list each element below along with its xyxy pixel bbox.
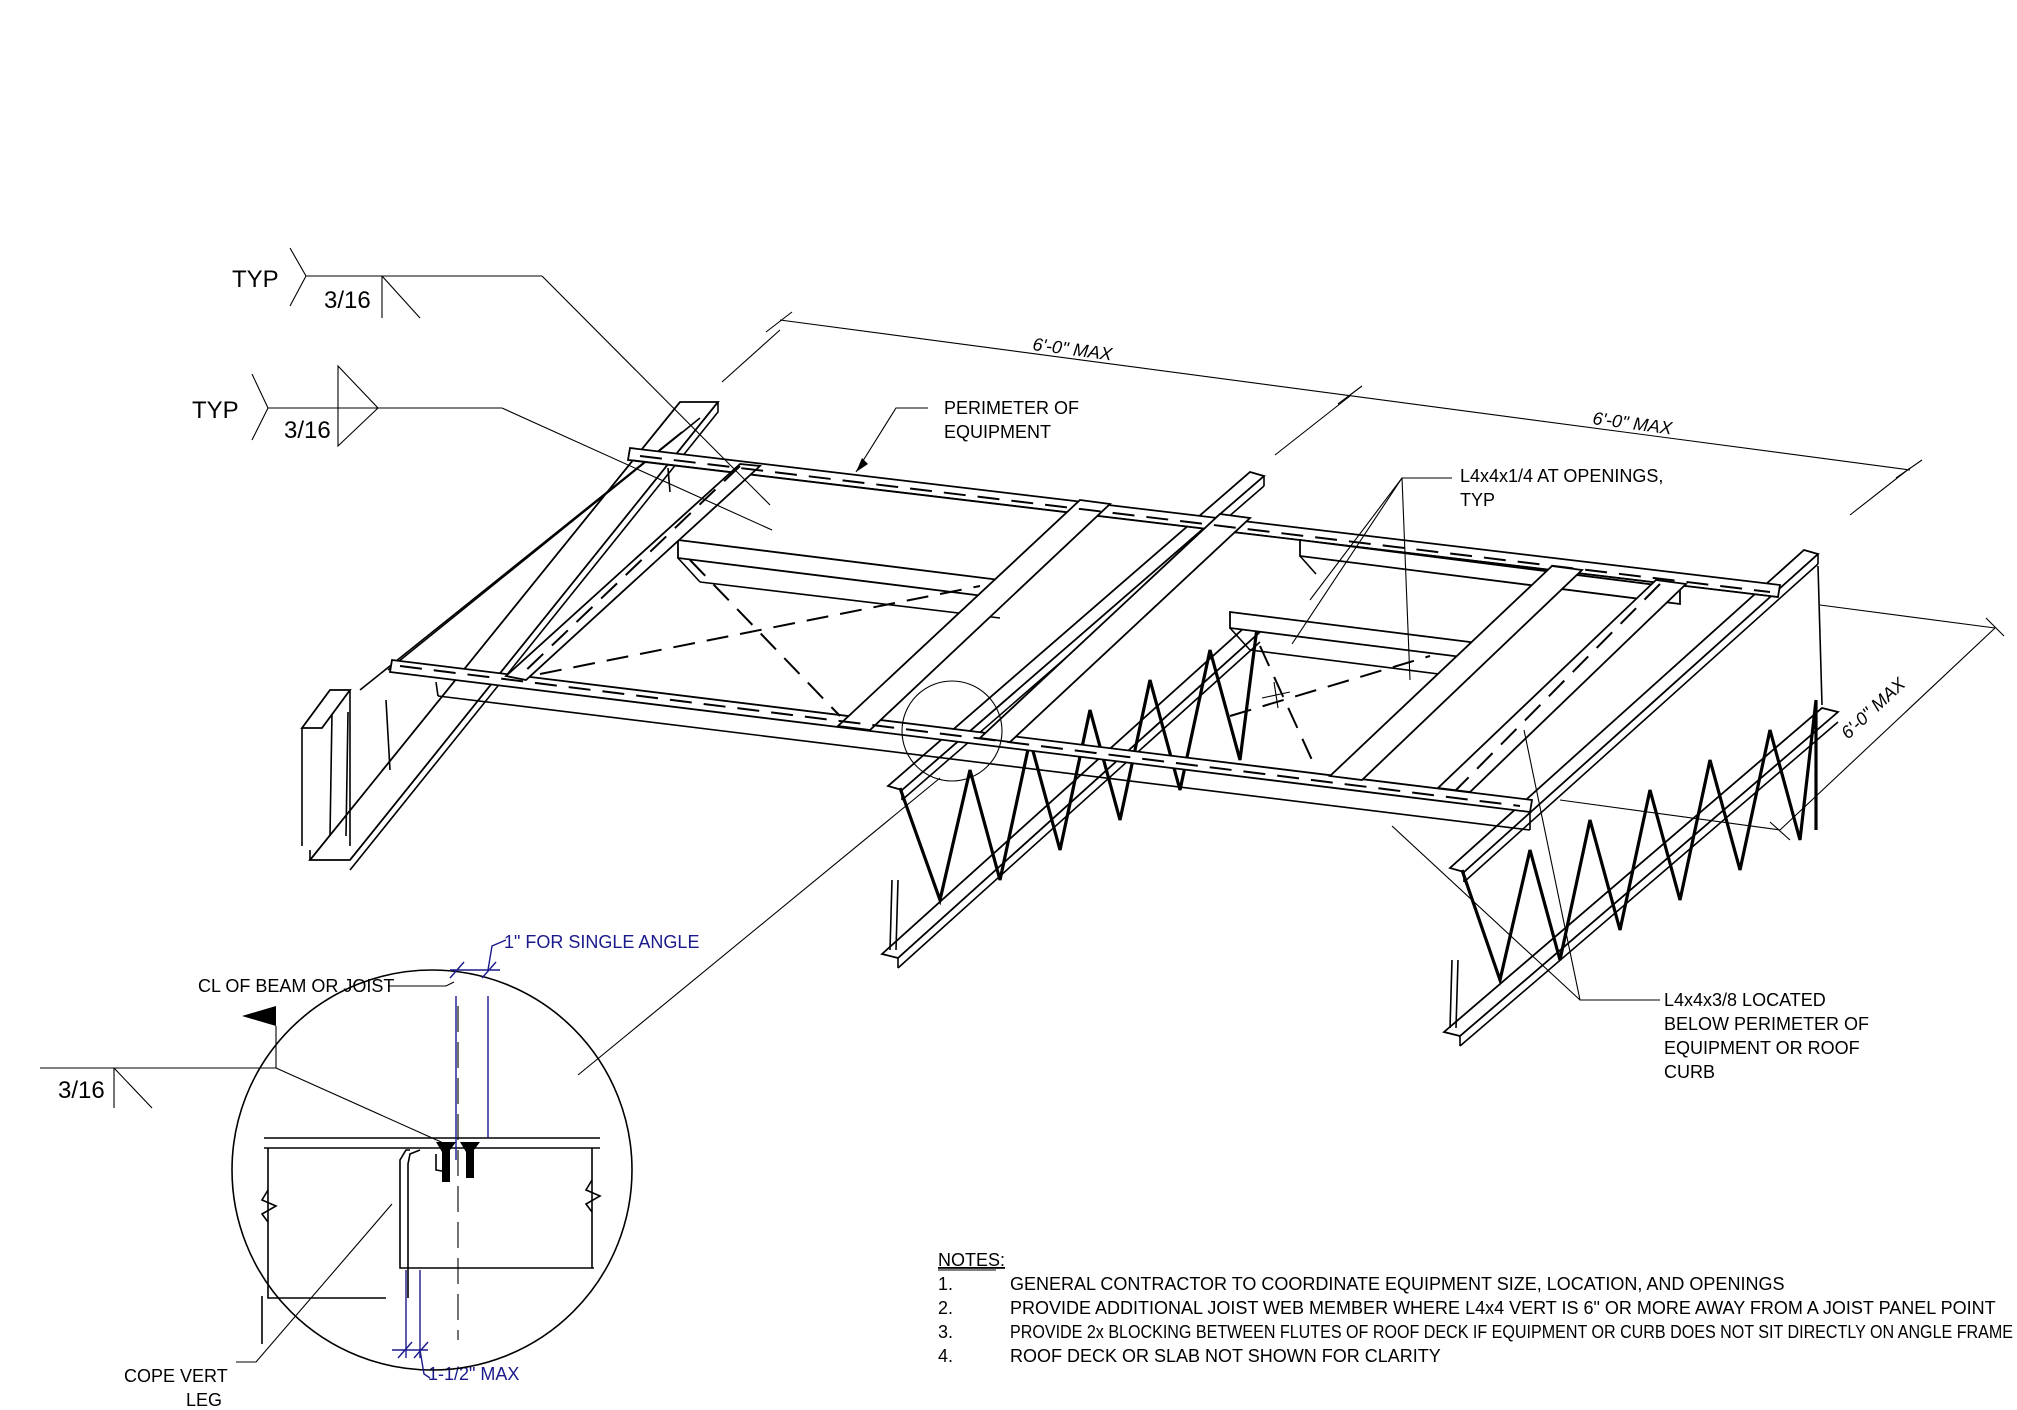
note-1-num: 1. bbox=[938, 1274, 953, 1294]
callout-below-perimeter: L4x4x3/8 LOCATED BELOW PERIMETER OF EQUI… bbox=[1664, 990, 1869, 1082]
svg-text:PERIMETER OF: PERIMETER OF bbox=[944, 398, 1079, 418]
weld-symbol-2 bbox=[251, 364, 773, 531]
callout-single-angle: 1" FOR SINGLE ANGLE bbox=[504, 932, 699, 952]
svg-text:EQUIPMENT OR ROOF: EQUIPMENT OR ROOF bbox=[1664, 1038, 1860, 1058]
dimension-lines bbox=[721, 311, 2005, 841]
note-1-text: GENERAL CONTRACTOR TO COORDINATE EQUIPME… bbox=[1010, 1274, 1784, 1294]
callout-cope: COPE VERT LEG bbox=[124, 1366, 228, 1410]
weld-typ-1: TYP bbox=[232, 266, 279, 293]
svg-text:LEG: LEG bbox=[186, 1390, 222, 1410]
note-4-num: 4. bbox=[938, 1346, 953, 1366]
dim-label-3: 6'-0" MAX bbox=[1837, 673, 1910, 743]
weld-size-2: 3/16 bbox=[284, 417, 331, 444]
note-3-num: 3. bbox=[938, 1322, 953, 1342]
callout-perimeter: PERIMETER OF EQUIPMENT bbox=[944, 398, 1079, 442]
angle-frame bbox=[388, 447, 1782, 831]
svg-text:TYP: TYP bbox=[1460, 490, 1495, 510]
svg-text:L4x4x3/8 LOCATED: L4x4x3/8 LOCATED bbox=[1664, 990, 1826, 1010]
callout-leaders bbox=[236, 407, 1660, 1363]
dim-label-1: 6'-0" MAX bbox=[1031, 334, 1114, 364]
svg-text:L4x4x1/4 AT OPENINGS,: L4x4x1/4 AT OPENINGS, bbox=[1460, 466, 1663, 486]
weld-symbol-1 bbox=[289, 247, 771, 506]
weld-symbol-3 bbox=[40, 1006, 451, 1147]
weld-typ-2: TYP bbox=[192, 397, 239, 424]
weld-size-1: 3/16 bbox=[324, 287, 371, 314]
note-2-num: 2. bbox=[938, 1298, 953, 1318]
centerline-mark bbox=[1261, 681, 1291, 709]
dim-label-2: 6'-0" MAX bbox=[1591, 408, 1674, 438]
svg-text:BELOW PERIMETER OF: BELOW PERIMETER OF bbox=[1664, 1014, 1869, 1034]
svg-text:CURB: CURB bbox=[1664, 1062, 1715, 1082]
detail-reference-circle bbox=[901, 680, 1003, 782]
svg-text:COPE VERT: COPE VERT bbox=[124, 1366, 228, 1386]
notes-title: NOTES: bbox=[938, 1250, 1005, 1270]
callout-openings: L4x4x1/4 AT OPENINGS, TYP bbox=[1460, 466, 1663, 510]
weld-size-3: 3/16 bbox=[58, 1077, 105, 1104]
callout-cl: CL OF BEAM OR JOIST bbox=[198, 976, 394, 996]
note-4-text: ROOF DECK OR SLAB NOT SHOWN FOR CLARITY bbox=[1010, 1346, 1441, 1366]
wide-flange-beam bbox=[300, 401, 720, 871]
enlarged-detail bbox=[231, 939, 633, 1379]
joist-left bbox=[880, 471, 1266, 969]
joist-right bbox=[1442, 548, 1840, 1047]
note-2-text: PROVIDE ADDITIONAL JOIST WEB MEMBER WHER… bbox=[1010, 1298, 1996, 1318]
note-3-text: PROVIDE 2x BLOCKING BETWEEN FLUTES OF RO… bbox=[1010, 1322, 2013, 1342]
callout-max-dim: 1-1/2" MAX bbox=[428, 1364, 519, 1384]
svg-text:EQUIPMENT: EQUIPMENT bbox=[944, 422, 1051, 442]
notes-block: NOTES: 1. GENERAL CONTRACTOR TO COORDINA… bbox=[938, 1250, 2013, 1366]
